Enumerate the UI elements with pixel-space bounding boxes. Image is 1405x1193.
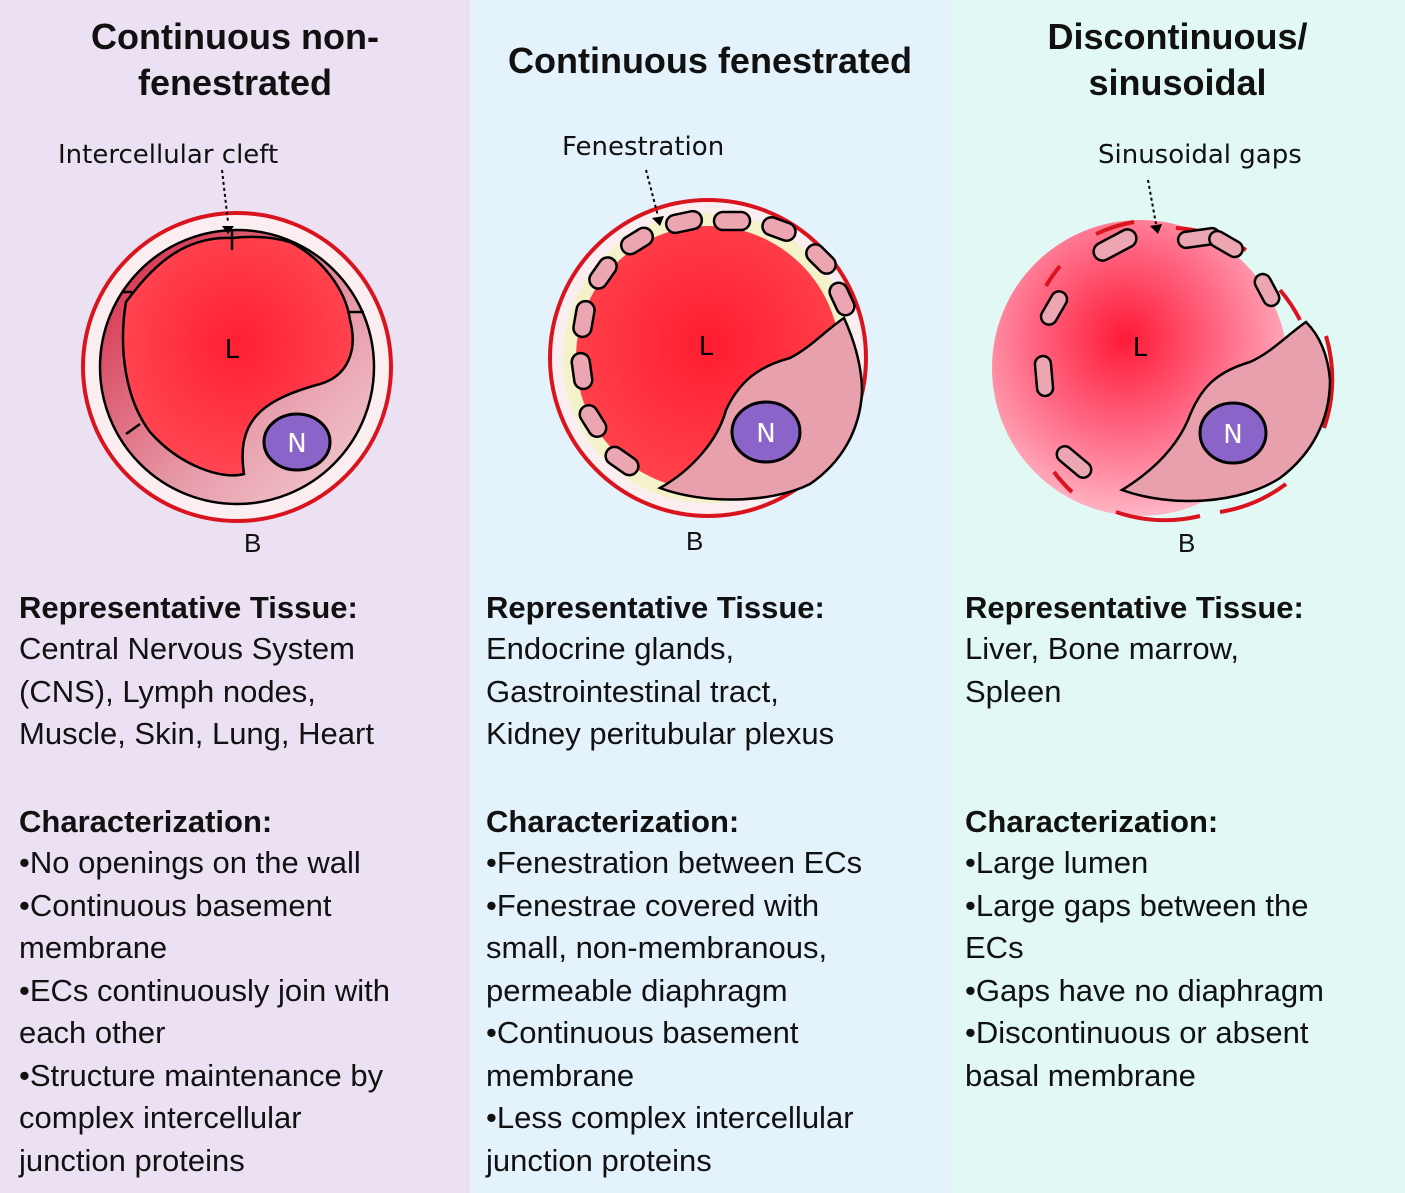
list-item: Large gaps between the ECs — [965, 885, 1324, 970]
intercellular-cleft-label: Intercellular cleft — [58, 140, 279, 170]
lumen-label: L — [699, 332, 714, 362]
lumen — [121, 235, 354, 477]
panel-title: Continuous fenestrated — [507, 40, 912, 81]
tissue-heading: Representative Tissue: — [965, 590, 1304, 625]
nucleus-label: N — [287, 429, 306, 459]
lumen-label: L — [1133, 333, 1148, 363]
nucleus — [262, 412, 332, 472]
nucleus — [730, 400, 802, 464]
callout-arrowhead — [222, 226, 234, 234]
list-item: ECs continuously join with each other — [19, 970, 390, 1055]
tissue-text: Endocrine glands, Gastrointestinal tract… — [486, 631, 835, 751]
basement-label: B — [244, 528, 262, 558]
sinusoidal-gaps-label: Sinusoidal gaps — [1098, 140, 1302, 170]
callout-arrow — [1147, 179, 1157, 225]
list-item: Discontinuous or absent basal membrane — [965, 1012, 1324, 1097]
list-item: Continuous basement membrane — [19, 885, 390, 970]
capillary-diagram: N L — [992, 179, 1335, 523]
nucleus — [1198, 401, 1268, 465]
basement-label: B — [1178, 528, 1196, 558]
tissue-heading: Representative Tissue: — [486, 590, 825, 625]
panel-title: Continuous non- fenestrated — [91, 16, 379, 103]
characterization-heading: Characterization: — [486, 804, 740, 839]
panel-discontinuous-sinusoidal: Discontinuous/ sinusoidal Sinusoidal gap… — [950, 0, 1405, 1193]
list-item: Large lumen — [965, 842, 1324, 885]
capillary-diagram: N L — [81, 169, 393, 523]
tissue-text: Liver, Bone marrow, Spleen — [965, 631, 1239, 709]
callout-arrow — [645, 169, 659, 217]
list-item: Structure maintenance by complex interce… — [19, 1055, 390, 1183]
endothelial-cell-segments — [1033, 226, 1281, 479]
panel-title: Discontinuous/ sinusoidal — [1047, 16, 1308, 103]
basement-label: B — [686, 526, 704, 556]
characterization-heading: Characterization: — [965, 804, 1219, 839]
list-item: Continuous basement membrane — [486, 1012, 862, 1097]
list-item: Fenestrae covered with small, non-membra… — [486, 885, 862, 1013]
callout-arrowhead — [652, 216, 664, 226]
panel-continuous-fenestrated: Continuous fenestrated Fenestration — [470, 0, 950, 1193]
list-item: No openings on the wall — [19, 842, 390, 885]
nucleus-label: N — [756, 419, 775, 449]
characterization-heading: Characterization: — [19, 804, 273, 839]
callout-arrow — [221, 169, 229, 223]
lumen-label: L — [225, 335, 240, 365]
list-item: Fenestration between ECs — [486, 842, 862, 885]
characterization-list: No openings on the wall Continuous basem… — [19, 842, 390, 1182]
panel-continuous-non-fenestrated: Continuous non- fenestrated Intercellula… — [0, 0, 470, 1193]
characterization-list: Large lumen Large gaps between the ECs G… — [965, 842, 1324, 1097]
nucleus-label: N — [1223, 420, 1242, 450]
characterization-list: Fenestration between ECs Fenestrae cover… — [486, 842, 862, 1182]
list-item: Less complex intercellular junction prot… — [486, 1097, 862, 1182]
endothelial-cell-segments — [570, 209, 856, 477]
tissue-text: Central Nervous System (CNS), Lymph node… — [19, 631, 374, 751]
capillary-diagram: N L — [548, 169, 868, 518]
cell-junction — [125, 422, 141, 436]
fenestration-label: Fenestration — [562, 132, 725, 162]
callout-arrowhead — [1150, 224, 1162, 234]
tissue-heading: Representative Tissue: — [19, 590, 358, 625]
list-item: Gaps have no diaphragm — [965, 970, 1324, 1013]
